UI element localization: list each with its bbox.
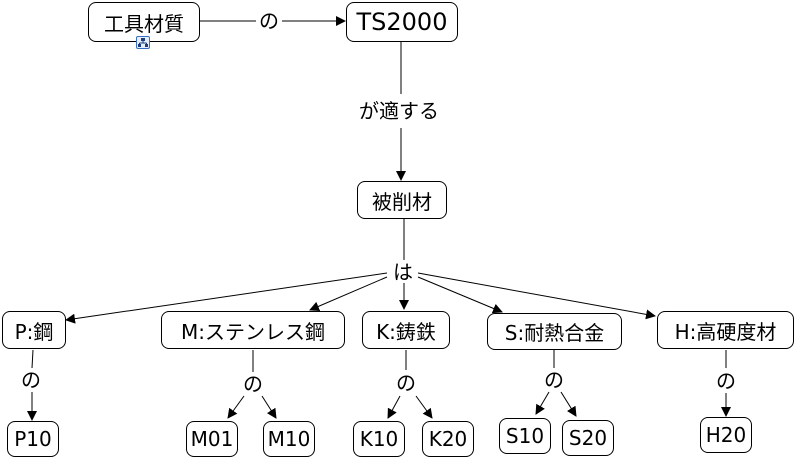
edge-ha-to-s <box>417 276 503 314</box>
node-grade-s10-label: S10 <box>505 424 545 448</box>
node-grade-m10[interactable]: M10 <box>263 421 315 457</box>
node-category-m-label: M:ステンレス鋼 <box>181 319 325 344</box>
node-workpiece-label: 被削材 <box>372 189 432 214</box>
node-grade-m01-label: M01 <box>190 427 234 451</box>
node-grade-p10-label: P10 <box>14 427 52 451</box>
hierarchy-icon[interactable] <box>136 36 150 49</box>
node-tool-material[interactable]: 工具材質 <box>88 2 200 42</box>
node-grade-h20[interactable]: H20 <box>700 417 752 453</box>
relation-root-of: の <box>259 9 279 33</box>
node-category-s[interactable]: S:耐熱合金 <box>487 313 622 350</box>
node-category-p-label: P:鋼 <box>14 319 54 344</box>
node-category-k-label: K:鋳鉄 <box>376 319 436 344</box>
node-grade-m10-label: M10 <box>267 427 311 451</box>
relation-s-of: の <box>544 368 564 392</box>
edge-ha-to-p <box>65 272 388 324</box>
node-category-h[interactable]: H:高硬度材 <box>657 311 794 349</box>
relation-p-of: の <box>21 368 41 392</box>
node-grade-s20[interactable]: S20 <box>562 420 614 456</box>
node-grade-h20-label: H20 <box>705 423 747 447</box>
node-tool-material-label: 工具材質 <box>104 11 184 36</box>
node-grade-m01[interactable]: M01 <box>186 421 238 457</box>
node-category-p[interactable]: P:鋼 <box>2 311 66 349</box>
node-grade-label: TS2000 <box>356 8 448 36</box>
node-grade-s10[interactable]: S10 <box>499 418 551 454</box>
relation-k-of: の <box>396 371 416 395</box>
relation-suitable-for: が適する <box>359 99 439 123</box>
node-grade-k10[interactable]: K10 <box>353 421 405 457</box>
node-grade-p10[interactable]: P10 <box>7 421 59 457</box>
node-grade-k20-label: K20 <box>428 427 468 451</box>
node-category-k[interactable]: K:鋳鉄 <box>362 311 450 349</box>
node-grade-k20[interactable]: K20 <box>422 421 474 457</box>
node-grade[interactable]: TS2000 <box>346 2 458 42</box>
edge-ha-to-m <box>309 276 388 312</box>
node-grade-k10-label: K10 <box>359 427 399 451</box>
node-workpiece[interactable]: 被削材 <box>357 181 447 219</box>
node-category-s-label: S:耐熱合金 <box>504 321 605 345</box>
node-category-h-label: H:高硬度材 <box>674 319 777 344</box>
node-category-m[interactable]: M:ステンレス鋼 <box>161 311 345 349</box>
relation-h-of: の <box>716 369 736 393</box>
node-grade-s20-label: S20 <box>568 426 608 450</box>
relation-is: は <box>393 260 413 284</box>
relation-m-of: の <box>243 372 263 396</box>
edge-ha-to-h <box>417 272 656 320</box>
